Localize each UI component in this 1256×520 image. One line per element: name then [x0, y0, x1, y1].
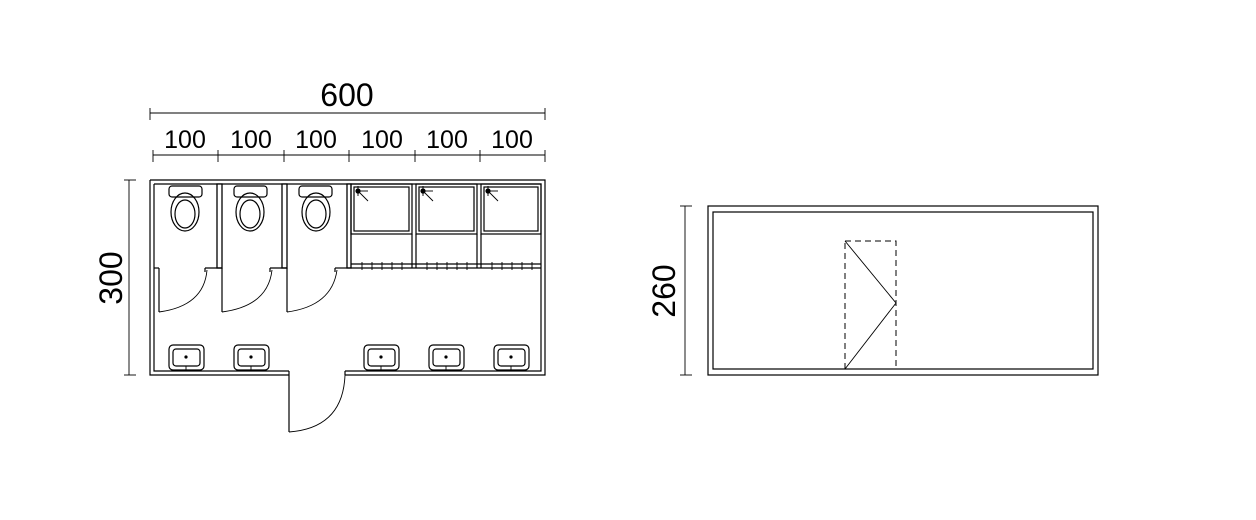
overall-width-dimension: 600 [149, 77, 546, 120]
module-label: 100 [230, 126, 272, 154]
module-label: 100 [295, 126, 337, 154]
shower-cubicles [350, 183, 542, 268]
height-label: 260 [646, 264, 682, 317]
module-label: 100 [491, 126, 533, 154]
wash-basin-icon [233, 344, 270, 371]
overall-width-label: 600 [320, 77, 373, 113]
module-label: 100 [426, 126, 468, 154]
height-dimension: 260 [646, 205, 692, 376]
elevation-door [844, 240, 897, 370]
module-label: 100 [164, 126, 206, 154]
wc-partitions [154, 183, 352, 312]
front-elevation: 260 [646, 205, 1099, 376]
entrance-door-swing [288, 374, 346, 433]
toilet-icon [168, 185, 203, 232]
shower-head-icon [420, 186, 434, 202]
depth-label: 300 [93, 251, 129, 304]
wash-basin-icon [168, 344, 205, 371]
wc-door-swings [158, 269, 338, 313]
wash-basin-icon [428, 344, 465, 371]
container-outline [707, 205, 1099, 376]
shower-curtain-rail [351, 262, 541, 270]
floor-plan: 600 100 100 100 100 100 100 300 [93, 77, 546, 433]
module-label: 100 [361, 126, 403, 154]
module-dimension-chain: 100 100 100 100 100 100 [152, 126, 546, 162]
toilet-icon [233, 185, 268, 232]
toilet-icon [298, 185, 333, 232]
shower-head-icon [485, 186, 499, 202]
wash-basin-icon [493, 344, 530, 371]
shower-head-icon [355, 186, 369, 202]
depth-dimension: 300 [93, 179, 136, 376]
container-inner-frame [712, 211, 1094, 370]
wash-basin-icon [363, 344, 400, 371]
